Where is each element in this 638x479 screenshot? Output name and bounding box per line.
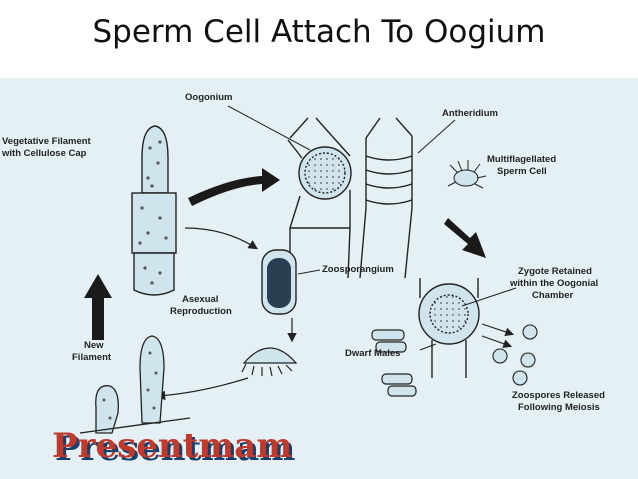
zoosporangium-drawing (261, 249, 297, 315)
watermark-text: Presentmam (52, 426, 292, 466)
label-vegetative-line1: Vegetative Filament (2, 136, 92, 147)
slide-title: Sperm Cell Attach To Oogium (92, 14, 546, 50)
label-oogonium: Oogonium (185, 92, 233, 103)
label-zygote-line2: within the Oogonial (509, 278, 598, 289)
label-multiflagellated-line2: Sperm Cell (497, 166, 547, 177)
new-filament-drawing (79, 335, 191, 434)
antheridium-filament (359, 117, 413, 279)
label-new-filament-line2: Filament (72, 352, 112, 363)
arrow-to-oogonium (188, 168, 280, 206)
label-vegetative-line2: with Cellulose Cap (1, 148, 87, 159)
label-zoospores-line2: Following Meiosis (518, 402, 600, 413)
vegetative-filament (131, 125, 177, 296)
label-antheridium: Antheridium (442, 108, 498, 119)
oogonium-filament (287, 117, 352, 279)
zoospore-drawing (241, 347, 298, 377)
arrow-new-filament (84, 274, 112, 340)
label-zoosporangium: Zoosporangium (322, 264, 394, 275)
diagram-canvas: Oogonium Antheridium Vegetative Filament… (1, 92, 605, 469)
label-zygote-line3: Chamber (532, 290, 573, 301)
label-dwarf-males: Dwarf Males (345, 348, 400, 359)
label-zoospores-line1: Zoospores Released (512, 390, 605, 401)
released-zoospores-drawing (492, 324, 538, 386)
zygote-oogonium-drawing (418, 278, 480, 378)
arrow-to-zygote (444, 218, 486, 258)
watermark-shadow: Presentmam (55, 429, 295, 469)
label-asexual-line2: Reproduction (170, 306, 232, 317)
label-multiflagellated-line1: Multiflagellated (487, 154, 556, 165)
label-zygote-line1: Zygote Retained (518, 266, 592, 277)
label-new-filament-line1: New (84, 340, 104, 351)
sperm-cell-drawing (447, 160, 487, 189)
life-cycle-diagram: Oogonium Antheridium Vegetative Filament… (0, 78, 638, 479)
label-asexual-line1: Asexual (182, 294, 218, 305)
watermark: Presentmam Presentmam (52, 426, 295, 469)
dwarf-males-drawing (371, 329, 417, 397)
